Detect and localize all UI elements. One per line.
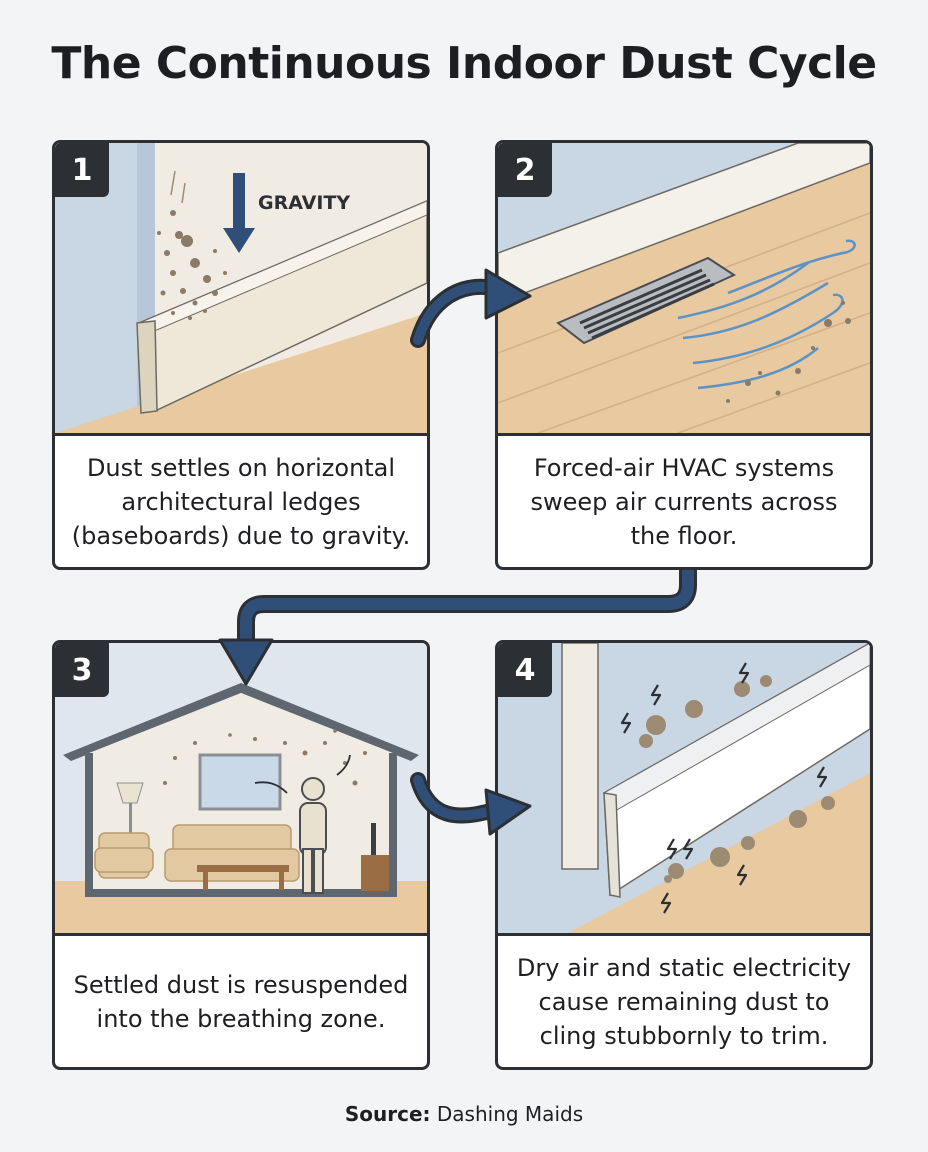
source-label: Source:: [345, 1102, 431, 1126]
step-card-3: 3 Settled dust is resuspended into the b…: [52, 640, 430, 1070]
sofa-icon: [165, 825, 299, 881]
step-caption-3: Settled dust is resuspended into the bre…: [65, 936, 417, 1067]
house-resuspension-illustration: [55, 643, 427, 933]
gravity-label: GRAVITY: [258, 192, 350, 214]
step-caption-2: Forced-air HVAC systems sweep air curren…: [508, 436, 860, 567]
step-number-3: 3: [55, 643, 109, 697]
step-number-1: 1: [55, 143, 109, 197]
step-number-4: 4: [498, 643, 552, 697]
person-icon: [300, 778, 326, 893]
step-caption-1: Dust settles on horizontal architectural…: [65, 436, 417, 567]
step-card-4: 4 Dry air and static electricity cause r…: [495, 640, 873, 1070]
static-cling-illustration: [498, 643, 870, 933]
step-number-2: 2: [498, 143, 552, 197]
page-title: The Continuous Indoor Dust Cycle: [0, 38, 928, 89]
settling-dust-illustration: GRAVITY: [55, 143, 427, 433]
step-card-2: 2 Forced-air HVAC systems sweep air curr…: [495, 140, 873, 570]
source-value: Dashing Maids: [437, 1102, 583, 1126]
step-card-1: GRAVITY 1 Dust settles on horizontal arc…: [52, 140, 430, 570]
step-caption-4: Dry air and static electricity cause rem…: [508, 936, 860, 1067]
armchair-icon: [95, 833, 153, 878]
hvac-airflow-illustration: [498, 143, 870, 433]
source-credit: Source: Dashing Maids: [0, 1102, 928, 1126]
